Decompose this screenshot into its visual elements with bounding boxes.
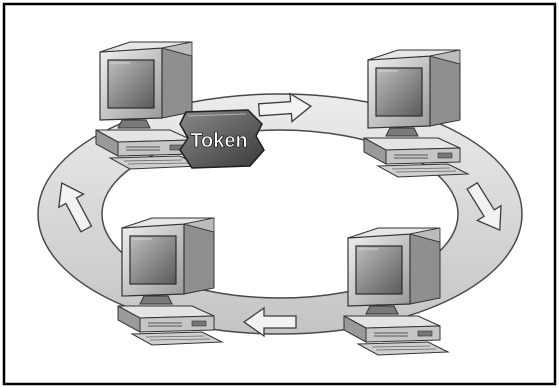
computer-top-right: [363, 49, 469, 178]
computer-bottom-right: [343, 227, 449, 356]
token-label: Token: [190, 130, 247, 152]
computer-bottom-left: [117, 217, 223, 346]
token: Token: [179, 109, 265, 169]
